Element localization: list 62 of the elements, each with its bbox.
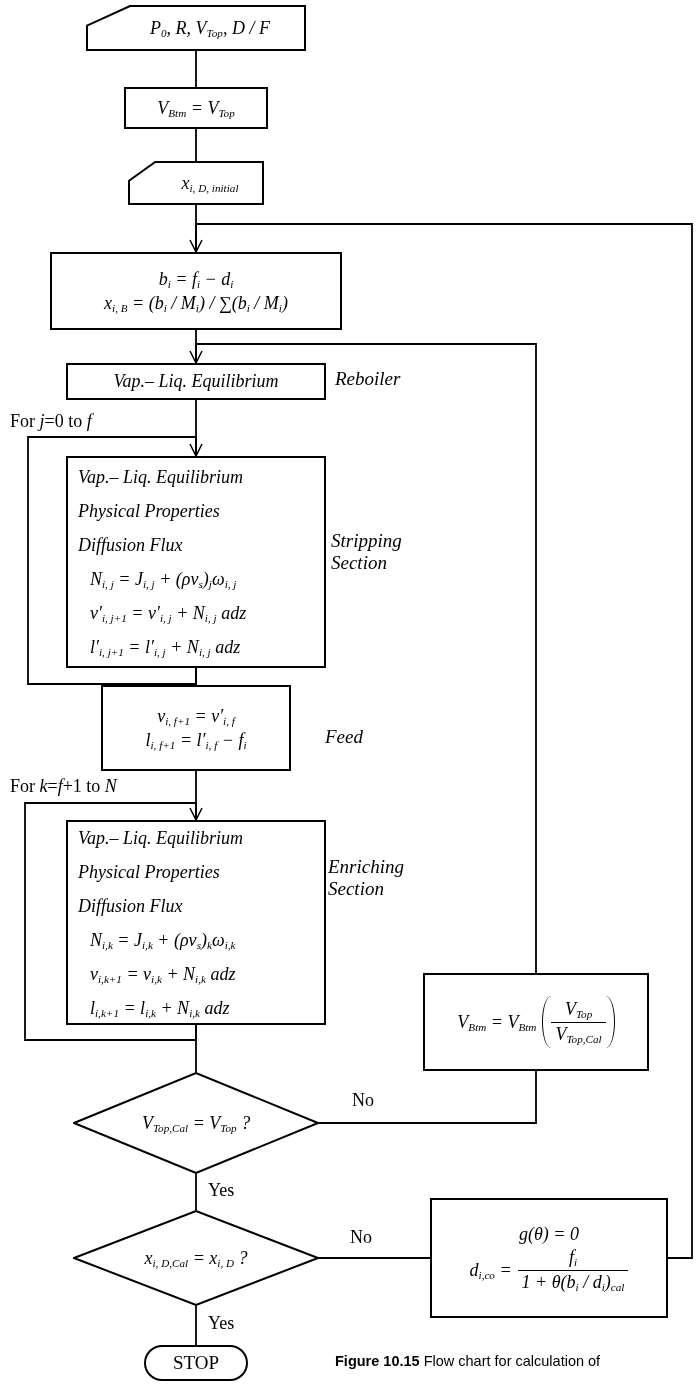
formula: Vap.– Liq. Equilibrium — [78, 826, 243, 850]
denominator: V$_{Top,Cal}$ — [554, 1022, 603, 1046]
connector-line — [195, 1024, 197, 1073]
formula: x$_{i, D, initial}$ — [181, 171, 239, 196]
section-label: Feed — [325, 726, 364, 748]
formula: N$_{i, j}$ = J$_{i, j}$ + (ρv$_{s}$)$_{j}$ω$_{i, j}$ — [89, 568, 237, 593]
connector-line — [195, 1173, 197, 1211]
decision-diamond — [73, 1210, 319, 1306]
formula: l$_{i,k+1}$ = l$_{i,k}$ + N$_{i,k}$ adz — [89, 996, 230, 1021]
connector-line — [318, 1257, 431, 1259]
formula: v$_{i, f+1}$ = v′$_{i, f}$ — [157, 704, 235, 728]
process-box — [124, 87, 268, 129]
formula: Physical Properties — [78, 860, 220, 884]
formula: Diffusion Flux — [78, 894, 183, 918]
edge-label: For k=f+1 to N — [8, 776, 119, 798]
process-box — [66, 456, 326, 668]
formula: Physical Properties — [78, 500, 220, 523]
terminal-box — [144, 1345, 248, 1381]
process-box — [66, 820, 326, 1025]
formula: x$_{i, B}$ = (b$_{i}$ / M$_{i}$) / ∑(b$_{i}$ / M$_{i}$) — [104, 292, 288, 316]
input-box — [128, 161, 264, 205]
numerator: V$_{Top}$ — [551, 998, 606, 1023]
edge-label: For j=0 to f — [8, 411, 94, 433]
process-box — [66, 363, 326, 400]
formula: V$_{Top,Cal}$ = V$_{Top}$ ? — [141, 1111, 251, 1136]
decision-diamond — [73, 1072, 319, 1174]
denominator: 1 + θ(b$_{i}$ / d$_{i}$)$_{cal}$ — [520, 1270, 626, 1295]
formula: v′$_{i, j+1}$ = v′$_{i, j}$ + N$_{i, j}$ adz — [89, 602, 247, 627]
formula: Diffusion Flux — [78, 534, 183, 557]
formula: N$_{i,k}$ = J$_{i,k}$ + (ρv$_{s}$)$_{k}$ω$_{i,k}$ — [89, 928, 236, 953]
arrow — [189, 223, 693, 1259]
process-box — [423, 973, 649, 1071]
input-box — [86, 5, 306, 51]
connector-line — [195, 50, 197, 88]
connector-line — [195, 1305, 197, 1346]
connector-line — [195, 128, 197, 162]
formula: b$_{i}$ = f$_{i}$ − d$_{i}$ — [158, 267, 234, 291]
formula: d$_{i,co}$ = — [469, 1259, 512, 1283]
section-label: Enriching Section — [328, 856, 405, 900]
figure-caption: Figure 10.15 Flow chart for calculation of — [335, 1352, 602, 1371]
process-box — [430, 1198, 668, 1318]
formula: l$_{i, f+1}$ = l′$_{i, f}$ − f$_{i}$ — [145, 729, 247, 753]
arrow — [24, 802, 203, 1041]
terminal-text: STOP — [172, 1351, 220, 1376]
process-box — [50, 252, 342, 330]
numerator: f$_{i}$ — [517, 1246, 629, 1271]
connector-line — [195, 667, 197, 686]
section-label: Reboiler — [335, 368, 402, 390]
section-label: Stripping Section — [331, 530, 403, 574]
formula: Vap.– Liq. Equilibrium — [113, 370, 279, 394]
formula: l′$_{i, j+1}$ = l′$_{i, j}$ + N$_{i, j}$ adz — [89, 636, 241, 661]
process-box — [101, 685, 291, 771]
formula: x$_{i, D,Cal}$ = x$_{i, D}$ ? — [144, 1246, 248, 1271]
formula: V$_{Btm}$ = V$_{Top}$ — [157, 96, 235, 121]
connector-line — [318, 1070, 537, 1124]
arrow — [27, 436, 203, 685]
arrow — [189, 343, 537, 974]
formula: g(θ) = 0 — [519, 1222, 579, 1246]
formula: v$_{i,k+1}$ = v$_{i,k}$ + N$_{i,k}$ adz — [89, 962, 236, 987]
formula: V$_{Btm}$ = V$_{Btm}$ — [457, 1010, 537, 1035]
formula: Vap.– Liq. Equilibrium — [78, 466, 243, 489]
formula: P$_{0}$, R, V$_{Top}$, D / F — [150, 16, 270, 41]
